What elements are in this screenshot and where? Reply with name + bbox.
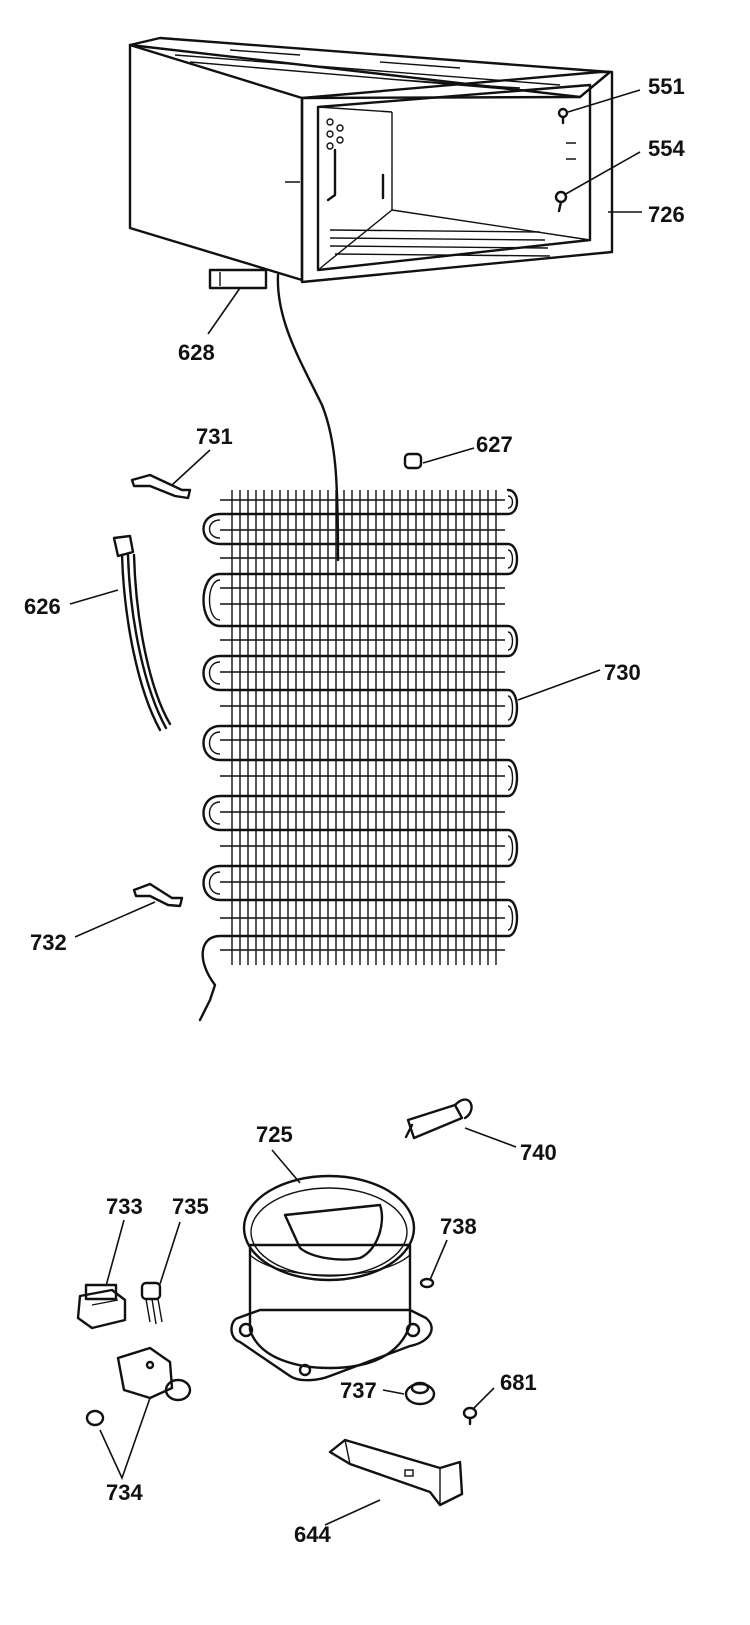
label-644: 644: [294, 1522, 331, 1547]
cabinet-liner-726: [128, 36, 614, 284]
condenser-wires: [231, 490, 497, 965]
label-732: 732: [30, 930, 67, 955]
label-733: 733: [106, 1194, 143, 1219]
label-554: 554: [648, 136, 685, 161]
label-626: 626: [24, 594, 61, 619]
capillary-tube: [276, 273, 340, 562]
screw-554: [554, 190, 568, 213]
bracket-628: [208, 268, 268, 290]
part-labels: 551 554 726 628 731 627 626 730 732 725 …: [24, 74, 685, 1547]
label-551: 551: [648, 74, 685, 99]
label-738: 738: [440, 1214, 477, 1239]
bracket-644: [328, 1438, 464, 1507]
label-627: 627: [476, 432, 513, 457]
terminal-connector-735: [140, 1281, 163, 1325]
clip-738: [419, 1277, 435, 1289]
label-628: 628: [178, 340, 215, 365]
relay-733: [76, 1283, 127, 1330]
label-681: 681: [500, 1370, 537, 1395]
clip-732: [132, 882, 184, 908]
screw-551: [557, 107, 569, 125]
grommet-737: [404, 1381, 436, 1406]
compressor-725: [230, 1174, 433, 1382]
label-731: 731: [196, 424, 233, 449]
label-740: 740: [520, 1140, 557, 1165]
label-726: 726: [648, 202, 685, 227]
screw-681: [462, 1406, 478, 1426]
grommet-627: [403, 452, 423, 470]
overload-740: [404, 1098, 473, 1140]
terminal-cover-734: [85, 1346, 192, 1427]
label-725: 725: [256, 1122, 293, 1147]
harness-626: [112, 534, 172, 732]
leader-lines: [69, 89, 642, 1526]
liner-vent-holes: [326, 118, 344, 150]
condenser-730: [198, 488, 519, 1022]
clip-731: [130, 473, 192, 500]
label-735: 735: [172, 1194, 209, 1219]
label-730: 730: [604, 660, 641, 685]
label-737: 737: [340, 1378, 377, 1403]
label-734: 734: [106, 1480, 143, 1505]
